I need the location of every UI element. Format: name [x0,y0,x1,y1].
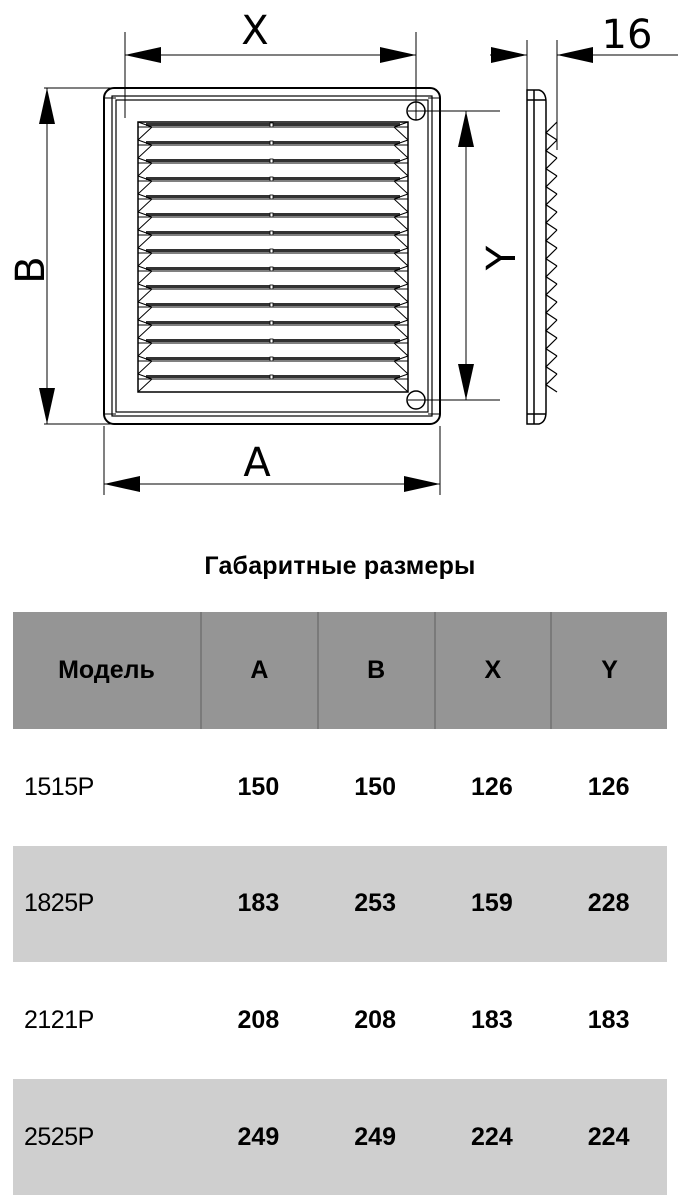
front-view [103,87,441,425]
screw-hole-icon [406,101,426,410]
cell-x: 159 [471,889,513,918]
cell-model: 1515P [24,772,94,801]
cell-x: 183 [471,1005,513,1034]
cell-b: 150 [354,772,396,801]
column-header-a: A [200,612,317,729]
cell-a: 150 [237,772,280,801]
louver-slats [137,121,409,393]
cell-model: 2525P [24,1122,94,1151]
cell-model: 1825P [24,889,94,918]
dimension-label-depth: 16 [602,12,653,58]
cell-a: 183 [237,889,280,918]
cell-y: 224 [587,1122,630,1151]
dimension-label-y: Y [479,245,525,271]
cell-y: 183 [587,1005,630,1034]
cell-a: 208 [237,1005,280,1034]
dimension-lines [39,32,678,495]
cell-x: 126 [471,772,513,801]
cell-x: 224 [471,1122,513,1151]
table-header-row: Модель A B X Y [13,612,667,729]
column-header-model: Модель [58,656,155,684]
cell-model: 2121P [24,1005,94,1034]
cell-b: 208 [354,1005,396,1034]
grille-dimension-drawing: X A B Y 16 [8,8,678,495]
table-row: 1515P 150 150 126 126 [13,729,667,846]
table-row: 2525P 249 249 224 224 [13,1078,667,1196]
cell-b: 249 [354,1122,396,1151]
dimension-label-b: B [8,256,54,283]
cell-a: 249 [237,1122,280,1151]
column-header-x: X [433,612,551,729]
table-title: Габаритные размеры [204,552,476,580]
side-louver-teeth [545,121,558,393]
dimension-label-a: A [243,440,271,486]
cell-b: 253 [354,889,396,918]
side-view [526,89,547,425]
table-row: 1825P 183 253 159 228 [13,845,667,963]
cell-y: 228 [587,889,630,918]
cell-y: 126 [587,772,630,801]
dimensions-table: Модель A B X Y 1515P 150 150 126 126 182… [13,612,667,1196]
table-row: 2121P 208 208 183 183 [13,962,667,1079]
column-header-b: B [316,612,434,729]
dimension-label-x: X [241,8,268,54]
column-header-y: Y [550,612,667,729]
